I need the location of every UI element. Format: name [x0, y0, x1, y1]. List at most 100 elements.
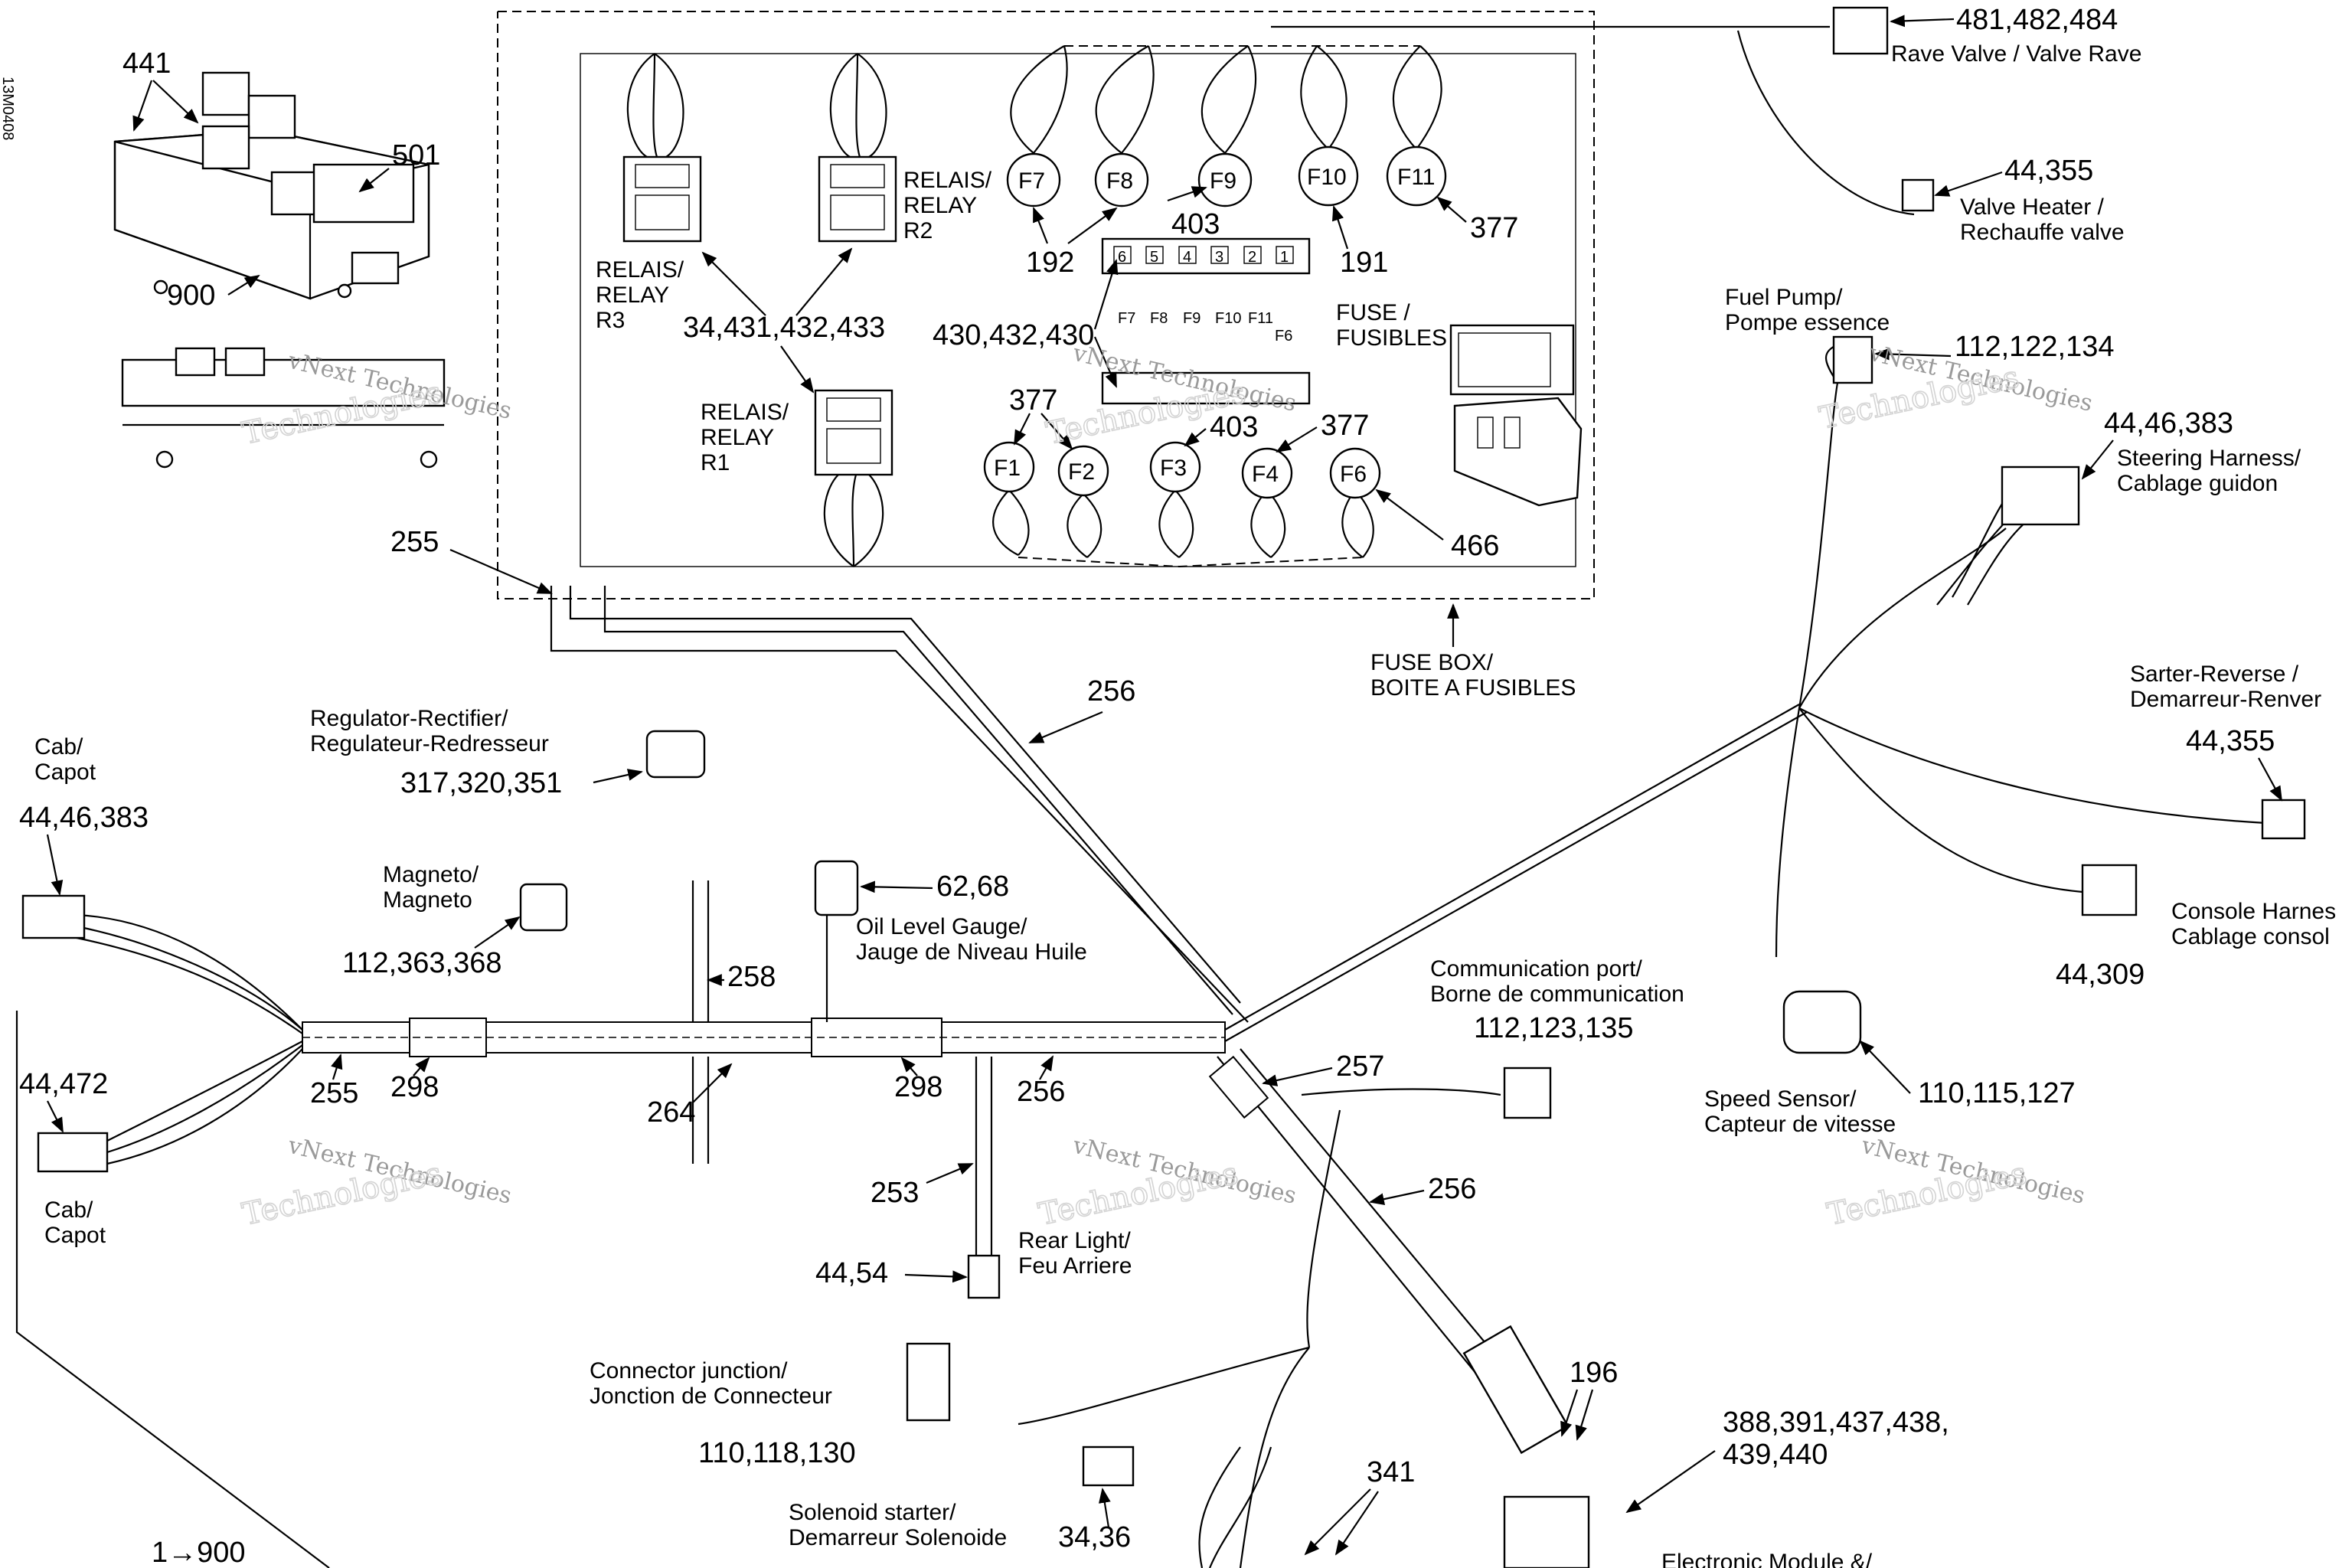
solenoid-label: Solenoid starter/Demarreur Solenoide	[789, 1500, 1007, 1550]
svg-text:4: 4	[1183, 249, 1191, 266]
svg-text:F6: F6	[1340, 462, 1367, 487]
rear-light-label: Rear Light/Feu Arriere	[1018, 1228, 1132, 1279]
svg-text:441: 441	[122, 47, 171, 80]
svg-text:F10: F10	[1307, 165, 1347, 190]
fuses-top-refs: 192 403 191 377	[1026, 186, 1518, 279]
svg-text:377: 377	[1321, 410, 1369, 442]
svg-text:Solenoid starter/Demarreur Sol: Solenoid starter/Demarreur Solenoide	[789, 1500, 1007, 1550]
component-labels: 481,482,484 Rave Valve / Valve Rave 44,3…	[19, 4, 2336, 1568]
connectors	[21, 6, 2306, 1568]
svg-text:Fuel Pump/Pompe essence: Fuel Pump/Pompe essence	[1725, 285, 1890, 335]
svg-text:F7: F7	[1018, 168, 1045, 194]
svg-text:Valve Heater /Rechauffe valve: Valve Heater /Rechauffe valve	[1960, 194, 2125, 245]
svg-text:1→900: 1→900	[152, 1537, 246, 1568]
svg-text:466: 466	[1451, 530, 1499, 562]
starter-reverse-label: Sarter-Reverse /Demarreur-Renver	[2130, 662, 2321, 712]
svg-text:62,68: 62,68	[936, 871, 1009, 903]
svg-text:Sarter-Reverse /Demarreur-Renv: Sarter-Reverse /Demarreur-Renver	[2130, 662, 2321, 712]
rave-valve-refs: 481,482,484	[1956, 4, 2118, 36]
svg-text:256: 256	[1017, 1076, 1065, 1108]
fuse-box-label: FUSE BOX/BOITE A FUSIBLES	[1370, 603, 1576, 701]
svg-text:Magneto/Magneto: Magneto/Magneto	[383, 862, 479, 913]
svg-text:F7: F7	[1118, 310, 1135, 327]
magneto-label: Magneto/Magneto	[383, 862, 479, 913]
communication-port-label: Communication port/Borne de communicatio…	[1430, 956, 1684, 1007]
fuse-box-refs: 441 501 900	[122, 47, 440, 312]
left-guide	[15, 1011, 330, 1568]
svg-text:FUSE BOX/BOITE A FUSIBLES: FUSE BOX/BOITE A FUSIBLES	[1370, 650, 1576, 701]
svg-text:900: 900	[167, 279, 215, 312]
svg-text:264: 264	[647, 1096, 695, 1129]
svg-text:Oil Level Gauge/Jauge de Nivea: Oil Level Gauge/Jauge de Niveau Huile	[856, 914, 1087, 965]
svg-text:F2: F2	[1068, 459, 1095, 485]
svg-text:501: 501	[392, 139, 440, 172]
svg-text:F3: F3	[1160, 456, 1187, 481]
svg-text:F6: F6	[1275, 328, 1292, 345]
svg-text:2: 2	[1248, 249, 1256, 266]
svg-text:44,309: 44,309	[2056, 959, 2145, 991]
svg-text:F11: F11	[1397, 165, 1435, 190]
svg-text:196: 196	[1570, 1357, 1618, 1389]
bottom-branches	[691, 880, 1501, 1568]
svg-text:258: 258	[727, 961, 776, 993]
electronic-module-label: Electronic Module &/	[1661, 1550, 1873, 1568]
relay-r2	[818, 53, 897, 243]
svg-text:253: 253	[871, 1177, 919, 1209]
fuses-bottom: F1 F2 F3 F4 F6	[983, 441, 1381, 568]
svg-text:F9: F9	[1183, 310, 1200, 327]
svg-text:110,115,127: 110,115,127	[1918, 1077, 2076, 1109]
svg-text:255: 255	[390, 526, 439, 558]
relay-r3	[622, 53, 702, 243]
valve-heater-label: Valve Heater /Rechauffe valve	[1960, 194, 2125, 245]
svg-text:298: 298	[894, 1071, 942, 1103]
relay-r1	[814, 389, 893, 567]
svg-text:6: 6	[1118, 249, 1126, 266]
harness-ref-numbers: 255 256 258 264 255 298 298 256 257 256 …	[152, 526, 1618, 1568]
svg-text:44,46,383: 44,46,383	[2104, 407, 2233, 439]
fuses-bottom-refs: 377 403 377 466	[1009, 384, 1499, 562]
regulator-label: Regulator-Rectifier/Regulateur-Redresseu…	[310, 706, 549, 756]
svg-text:F1: F1	[994, 456, 1021, 481]
main-harness	[302, 586, 1808, 1432]
rave-valve-label: Rave Valve / Valve Rave	[1891, 41, 2141, 67]
svg-text:191: 191	[1340, 247, 1388, 279]
fuse-box-outline	[497, 11, 1595, 599]
electronic-module-refs: 388,391,437,438,439,440	[1723, 1406, 1949, 1471]
svg-text:112,123,135: 112,123,135	[1474, 1012, 1634, 1044]
fuses-top: F7 F8 F9 F10 F11	[1006, 45, 1447, 207]
fuel-pump-label: Fuel Pump/Pompe essence	[1725, 285, 1890, 335]
svg-text:44,355: 44,355	[2004, 155, 2093, 187]
svg-text:3: 3	[1215, 249, 1223, 266]
svg-text:377: 377	[1009, 384, 1057, 416]
svg-text:112,363,368: 112,363,368	[342, 947, 502, 979]
fuse-box-label-text: FUSE BOX/BOITE A FUSIBLES	[1370, 650, 1576, 701]
svg-text:Cab/Capot: Cab/Capot	[34, 734, 96, 785]
svg-text:F11: F11	[1248, 310, 1273, 327]
svg-text:257: 257	[1336, 1050, 1384, 1083]
svg-text:5: 5	[1150, 249, 1158, 266]
svg-text:44,472: 44,472	[19, 1068, 108, 1100]
svg-text:256: 256	[1087, 675, 1135, 707]
svg-text:110,118,130: 110,118,130	[698, 1437, 856, 1469]
svg-text:F8: F8	[1150, 310, 1168, 327]
svg-text:388,391,437,438,439,440: 388,391,437,438,439,440	[1723, 1406, 1949, 1471]
svg-text:341: 341	[1367, 1456, 1415, 1488]
svg-text:255: 255	[310, 1077, 358, 1109]
svg-text:34,36: 34,36	[1058, 1521, 1131, 1553]
fuse-box-assembly	[113, 71, 446, 469]
fuse-connector	[1449, 324, 1583, 507]
fuse-block-ref: 430,432,430	[933, 319, 1094, 351]
fuse-block: 430,432,430 FUSE /FUSIBLES	[933, 237, 1447, 405]
diagram-code: 13M0408	[0, 77, 16, 140]
svg-text:403: 403	[1210, 411, 1258, 443]
connector-junction-label: Connector junction/Jonction de Connecteu…	[590, 1358, 832, 1409]
svg-text:377: 377	[1470, 212, 1518, 244]
svg-text:44,355: 44,355	[2186, 725, 2275, 757]
